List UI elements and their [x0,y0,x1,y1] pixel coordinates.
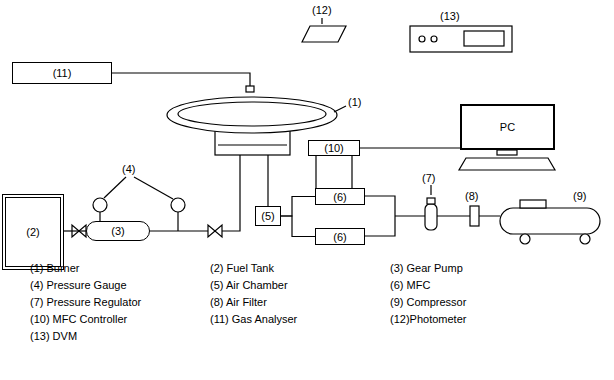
mfc-controller-box: (10) [308,140,360,156]
callout-number: (9) [573,190,586,203]
air-line [395,215,500,216]
key-entry: (13) DVM [30,330,77,343]
key-entry: (3) Gear Pump [390,262,463,275]
callout-number: (4) [122,163,135,176]
pressure-gauge [171,198,185,212]
callout-number: (1) [348,96,361,109]
callout-number: (7) [422,172,435,185]
mfc-box: (6) [315,228,365,245]
key-entry: (1) Burner [30,262,80,275]
connector-line [281,216,315,237]
compressor [500,200,600,244]
gas-analyser-box: (11) [12,62,112,84]
node-text: (10) [324,142,344,154]
dvm [410,26,512,52]
pc-monitor: PC [460,104,555,150]
node-text: (6) [333,231,346,243]
node-text: (6) [333,191,346,203]
leader-line [104,177,126,198]
pressure-regulator [425,198,437,230]
gauge-stem [99,212,100,221]
key-entry: (6) MFC [390,279,430,292]
key-entry: (5) Air Chamber [210,279,288,292]
key-entry: (2) Fuel Tank [210,262,274,275]
callout-number: (12) [312,4,332,17]
callout-number: (13) [440,10,460,23]
key-entry: (10) MFC Controller [30,313,127,326]
pressure-gauge [93,198,107,212]
connector-line [281,197,315,217]
node-text: (11) [53,67,72,79]
key-entry: (4) Pressure Gauge [30,279,127,292]
connector-line [360,147,460,148]
air-line [267,155,268,206]
callout-number: (8) [465,190,478,203]
key-entry: (9) Compressor [390,296,466,309]
valve-symbol [208,225,222,237]
key-entry: (7) Pressure Regulator [30,296,141,309]
fuel-tank: (2) [2,194,64,270]
probe-wire [112,73,250,86]
air-chamber: (5) [255,206,281,226]
node-text: (5) [261,210,274,222]
mfc-box: (6) [315,188,365,205]
leader-line [321,18,322,24]
leader-line [134,177,173,199]
node-text: PC [500,121,515,133]
manifold-line [365,196,395,236]
air-filter [470,206,479,226]
gear-pump: (3) [86,221,150,241]
key-entry: (8) Air Filter [210,296,267,309]
key-entry: (11) Gas Analyser [210,313,297,326]
leader-line [430,185,431,195]
key-entry: (12)Photometer [390,313,466,326]
photometer [302,26,346,42]
connector-line [315,156,316,188]
pc-keyboard [459,150,555,170]
leader-line [334,106,346,112]
connector-line [351,156,352,188]
gauge-stem [177,212,178,231]
node-text: (3) [111,225,124,237]
connector-line [64,230,86,231]
probe-tip [246,86,254,92]
node-text: (2) [26,226,39,238]
